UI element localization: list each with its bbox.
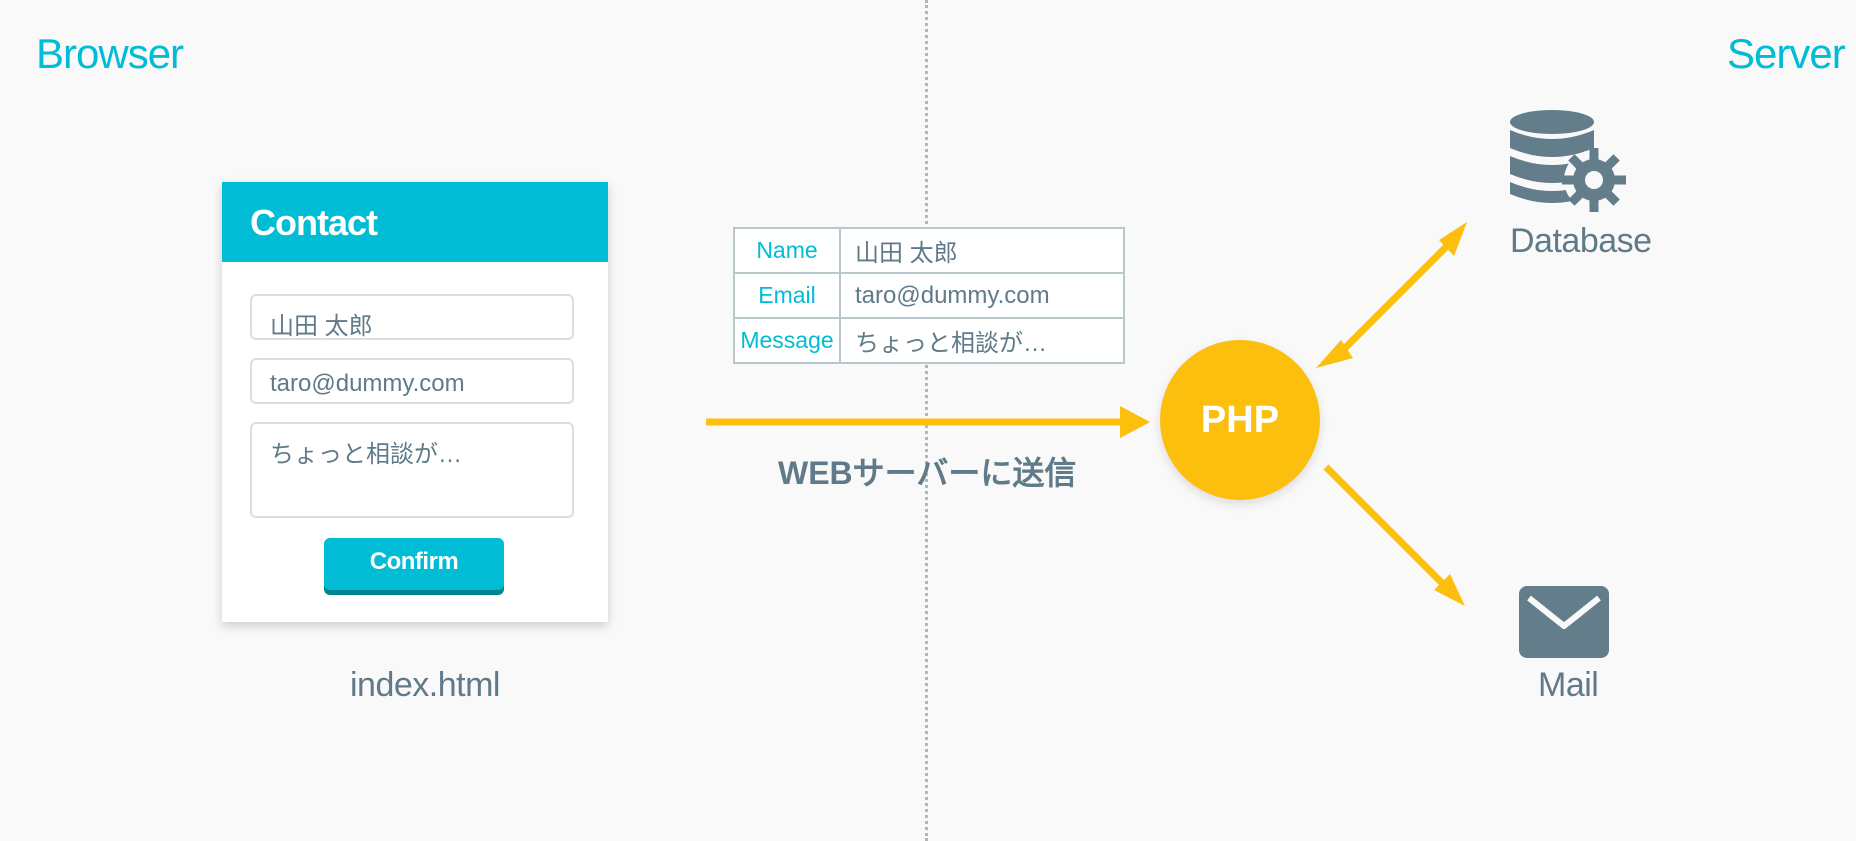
envelope-icon xyxy=(1519,586,1609,658)
database-arrow xyxy=(1316,222,1467,368)
mail-arrow xyxy=(1323,464,1465,606)
table-row: Message ちょっと相談が… xyxy=(733,317,1125,364)
browser-title: Browser xyxy=(36,30,184,77)
table-row: Name 山田 太郎 xyxy=(733,227,1125,274)
database-gear-icon xyxy=(1510,110,1626,212)
table-value: taro@dummy.com xyxy=(839,272,1125,319)
mail-label: Mail xyxy=(1538,666,1599,704)
contact-form-card: Contact 山田 太郎 taro@dummy.com ちょっと相談が… Co… xyxy=(222,182,608,622)
confirm-button[interactable]: Confirm xyxy=(324,538,504,590)
send-arrow xyxy=(706,406,1150,438)
card-title: Contact xyxy=(250,202,378,243)
name-field[interactable]: 山田 太郎 xyxy=(250,294,574,340)
table-key: Message xyxy=(733,317,841,364)
table-row: Email taro@dummy.com xyxy=(733,272,1125,319)
submitted-data-table: Name 山田 太郎 Email taro@dummy.com Message … xyxy=(733,227,1125,364)
card-header: Contact xyxy=(222,182,608,262)
table-key: Name xyxy=(733,227,841,274)
file-caption: index.html xyxy=(350,666,500,704)
php-node: PHP xyxy=(1160,340,1320,500)
table-value: 山田 太郎 xyxy=(839,227,1125,274)
table-key: Email xyxy=(733,272,841,319)
message-field[interactable]: ちょっと相談が… xyxy=(250,422,574,518)
email-field[interactable]: taro@dummy.com xyxy=(250,358,574,404)
table-value: ちょっと相談が… xyxy=(839,317,1125,364)
server-title: Server xyxy=(1727,30,1846,77)
database-label: Database xyxy=(1510,222,1652,260)
send-label: WEBサーバーに送信 xyxy=(778,455,1077,491)
